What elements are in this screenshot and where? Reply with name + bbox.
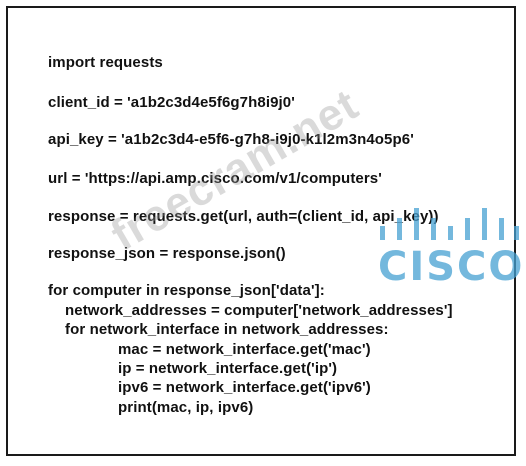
code-line-4: url = 'https://api.amp.cisco.com/v1/comp… <box>48 170 382 187</box>
code-line-6: response_json = response.json() <box>48 245 286 262</box>
code-line-11: ip = network_interface.get('ip') <box>118 360 338 377</box>
code-line-3: api_key = 'a1b2c3d4-e5f6-g7h8-i9j0-k1l2m… <box>48 131 414 148</box>
code-line-13: print(mac, ip, ipv6) <box>118 399 254 416</box>
code-line-7: for computer in response_json['data']: <box>48 282 325 299</box>
code-line-8: network_addresses = computer['network_ad… <box>65 302 453 319</box>
code-line-9: for network_interface in network_address… <box>65 321 389 338</box>
code-line-10: mac = network_interface.get('mac') <box>118 341 371 358</box>
code-line-5: response = requests.get(url, auth=(clien… <box>48 208 439 225</box>
cisco-logo: CISCO <box>364 196 524 296</box>
code-line-12: ipv6 = network_interface.get('ipv6') <box>118 379 371 396</box>
code-panel: import requests client_id = 'a1b2c3d4e5f… <box>6 6 522 456</box>
code-line-2: client_id = 'a1b2c3d4e5f6g7h8i9j0' <box>48 94 295 111</box>
code-line-1: import requests <box>48 54 163 71</box>
code-block: import requests client_id = 'a1b2c3d4e5f… <box>8 8 514 454</box>
cisco-bars-icon <box>380 208 519 240</box>
cisco-wordmark: CISCO <box>378 244 525 290</box>
